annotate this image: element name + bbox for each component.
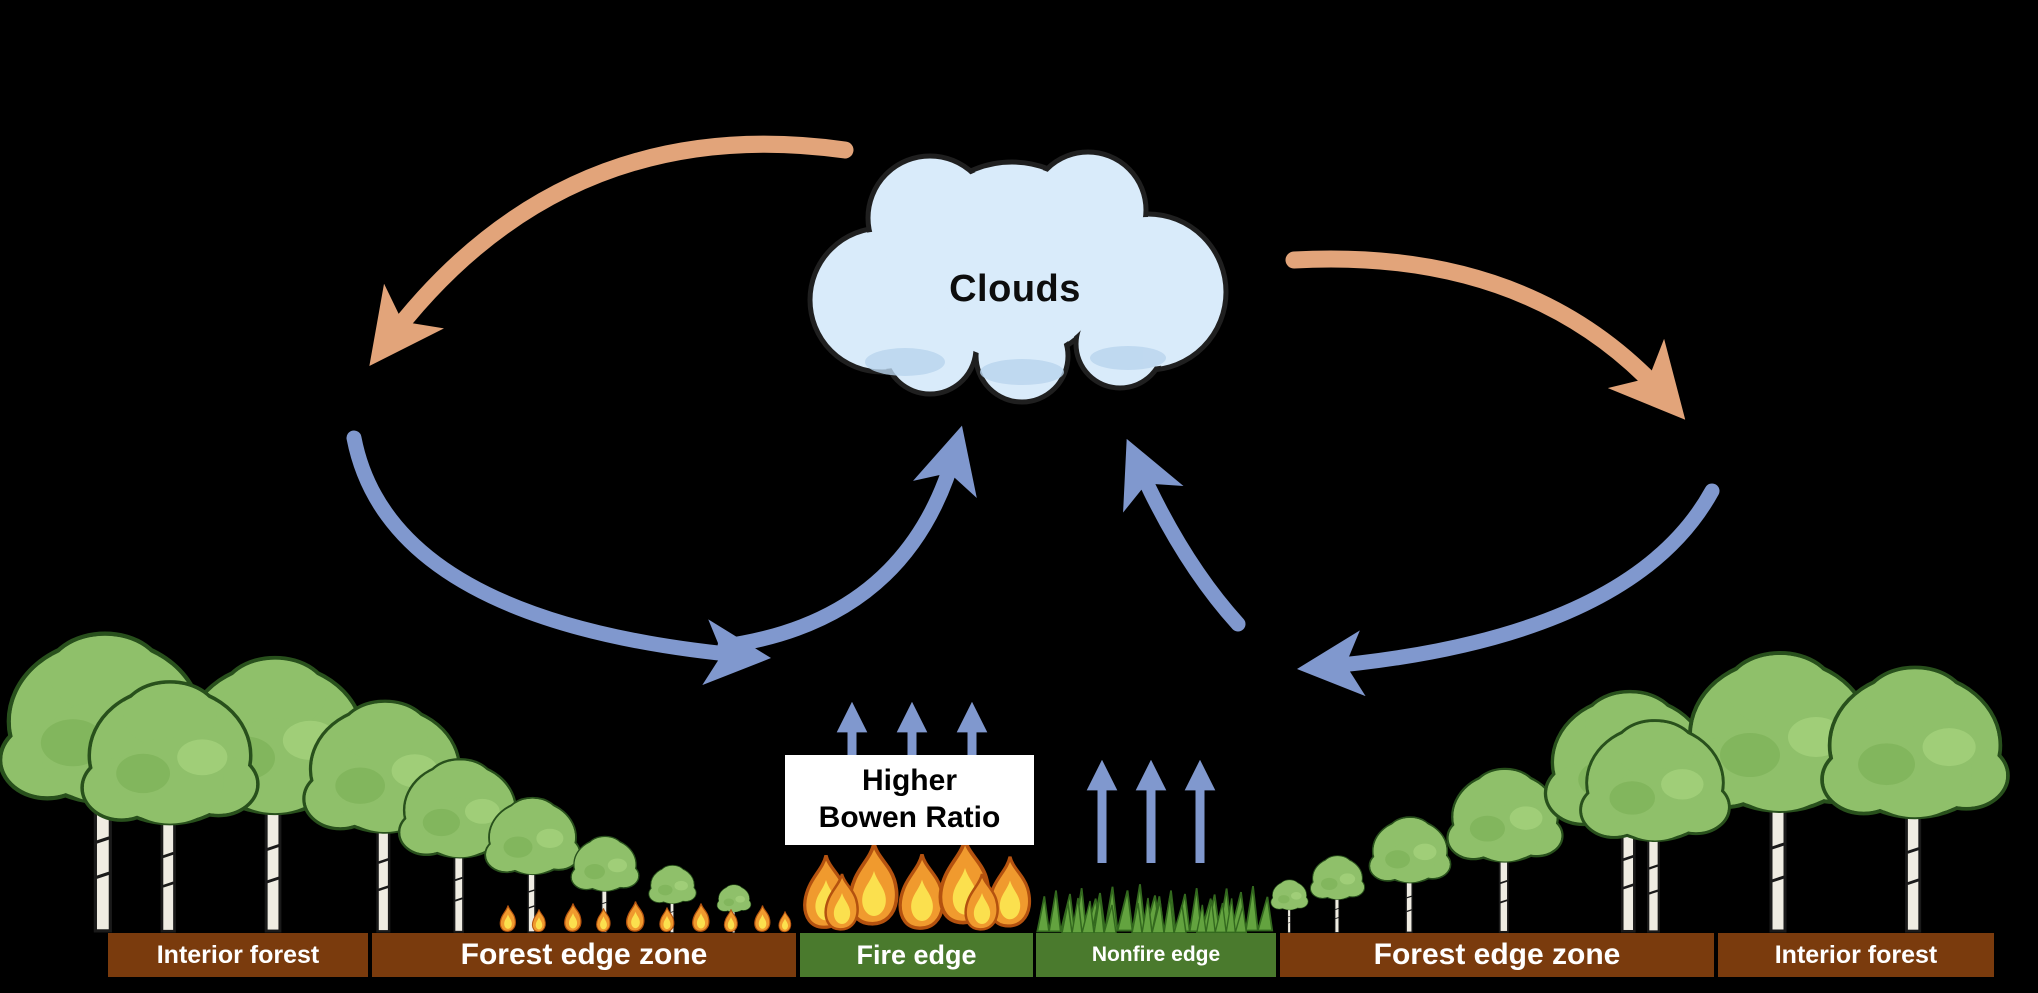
- forest-right-illustration: [1270, 653, 2008, 933]
- fire-edge-flames-icon: [803, 840, 1032, 931]
- zone-label: Forest edge zone: [460, 938, 708, 971]
- updraft-arrow-left-icon: [717, 425, 977, 654]
- zone-label: Interior forest: [1774, 940, 1938, 969]
- zone-label: Forest edge zone: [1373, 938, 1621, 971]
- cloud-label: Clouds: [949, 268, 1081, 310]
- zone-nonfire-edge: Nonfire edge: [1036, 933, 1276, 977]
- zone-label: Fire edge: [856, 939, 977, 970]
- zone-label: Nonfire edge: [1091, 943, 1221, 966]
- zone-forest-edge-right: Forest edge zone: [1280, 933, 1714, 977]
- zone-interior-forest-left: Interior forest: [108, 933, 368, 977]
- zone-fire-edge: Fire edge: [800, 933, 1033, 977]
- outflow-arrow-left-icon: [369, 135, 854, 366]
- inflow-arrow-left-down-icon: [346, 430, 772, 686]
- zone-label: Interior forest: [156, 940, 320, 969]
- grass-icon: [1036, 883, 1274, 933]
- bowen-ratio-line1: Higher: [861, 764, 957, 798]
- heat-flux-arrows-nonfire-icon: [1086, 759, 1216, 863]
- updraft-arrow-right-icon: [1123, 438, 1246, 632]
- outflow-arrow-right-icon: [1285, 250, 1686, 420]
- bowen-ratio-box: Higher Bowen Ratio: [785, 755, 1034, 845]
- zone-interior-forest-right: Interior forest: [1718, 933, 1994, 977]
- bowen-ratio-line2: Bowen Ratio: [818, 801, 1001, 834]
- zone-forest-edge-left: Forest edge zone: [372, 933, 796, 977]
- forest-left-illustration: [0, 634, 752, 933]
- cloud-icon: [807, 149, 1229, 405]
- inflow-arrow-right-down-icon: [1296, 483, 1720, 697]
